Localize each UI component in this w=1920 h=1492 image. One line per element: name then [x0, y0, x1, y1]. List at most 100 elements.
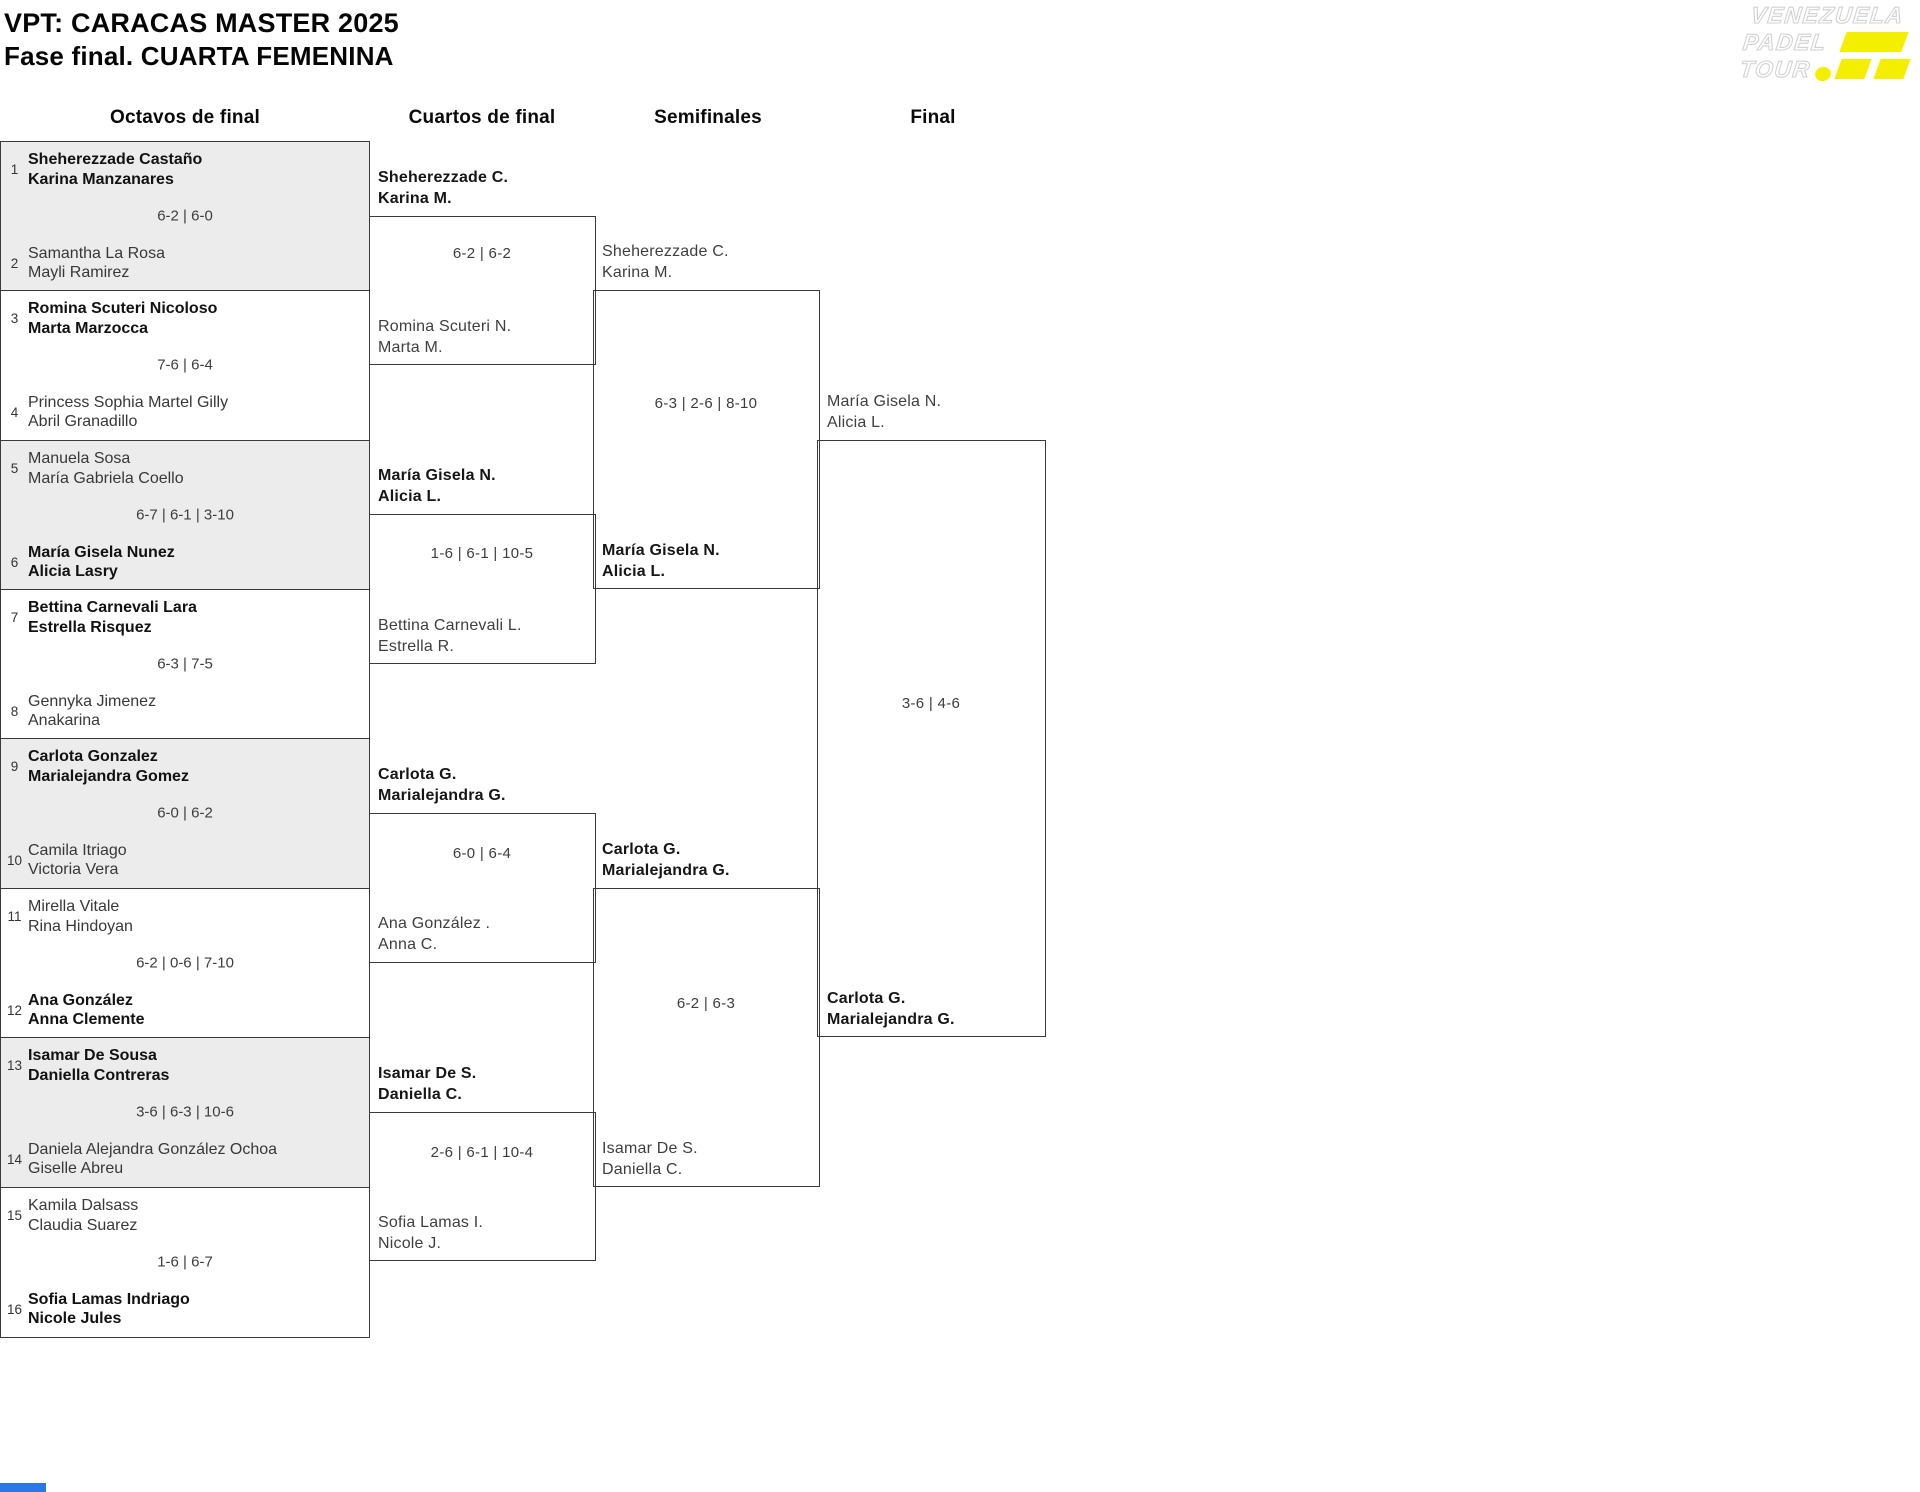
- seed-number: 2: [10, 255, 19, 271]
- player-name: Princess Sophia Martel Gilly: [28, 393, 229, 411]
- player-name: Kamila Dalsass: [28, 1197, 139, 1214]
- player-name: Abril Granadillo: [28, 413, 138, 430]
- logo-bar-icon: [1873, 59, 1911, 79]
- logo-bar-icon: [1839, 32, 1909, 52]
- player-name: Mirella Vitale: [28, 898, 120, 915]
- logo-ball-icon: [1813, 64, 1833, 84]
- qf-score: 6-0 | 6-4: [452, 845, 512, 862]
- player-name: Daniela Alejandra González Ochoa: [28, 1140, 278, 1158]
- seed-number: 13: [6, 1058, 23, 1073]
- seed-number: 8: [10, 703, 19, 719]
- seed-number: 3: [10, 311, 19, 326]
- player-name: Anakarina: [28, 712, 101, 729]
- match-score: 6-0 | 6-2: [157, 804, 213, 822]
- player-name: Mayli Ramirez: [28, 264, 130, 281]
- qf-score: 1-6 | 6-1 | 10-5: [430, 545, 534, 562]
- seed-number: 7: [10, 610, 19, 625]
- sf-score: 6-3 | 2-6 | 8-10: [654, 395, 758, 412]
- match-score: 6-2 | 6-0: [157, 207, 213, 225]
- player-name: Claudia Suarez: [28, 1216, 138, 1234]
- seed-number: 10: [6, 852, 23, 868]
- player-name: María Gabriela Coello: [28, 469, 184, 487]
- column-header-cuartos: Cuartos de final: [408, 107, 556, 128]
- player-name: Carlota Gonzalez: [28, 748, 158, 765]
- sf-team-label: Sheherezzade C.Karina M.: [602, 243, 729, 281]
- player-name: Camila Itriago: [28, 841, 127, 859]
- match-score: 6-2 | 0-6 | 7-10: [136, 954, 234, 972]
- sf-team-label: María Gisela N.Alicia L.: [602, 542, 720, 580]
- player-name: Rina Hindoyan: [28, 917, 133, 935]
- qf-connector-2: [368, 514, 596, 664]
- seed-number: 12: [6, 1002, 23, 1018]
- seed-number: 16: [6, 1301, 23, 1317]
- seed-number: 15: [6, 1208, 23, 1223]
- qf-team-label: Ana González .Anna C.: [378, 915, 491, 953]
- seed-number: 5: [10, 461, 19, 476]
- seed-number: 4: [10, 404, 19, 420]
- player-name: Gennyka Jimenez: [28, 692, 157, 710]
- sf-connector-1: [592, 290, 820, 589]
- qf-score: 2-6 | 6-1 | 10-4: [430, 1144, 534, 1161]
- final-team-label: Carlota G.Marialejandra G.: [827, 990, 955, 1028]
- player-name: Sheherezzade Castaño: [28, 151, 203, 168]
- player-name: Victoria Vera: [28, 861, 119, 878]
- seed-number: 11: [7, 909, 22, 924]
- player-name: Marialejandra Gomez: [28, 767, 189, 785]
- column-header-semifinales: Semifinales: [654, 107, 762, 128]
- qf-score: 6-2 | 6-2: [452, 245, 512, 262]
- player-name: Nicole Jules: [28, 1310, 122, 1327]
- seed-number: 6: [10, 554, 19, 570]
- qf-connector-3: [368, 813, 596, 963]
- logo-venezuela-text: VENEZUELA: [1749, 1, 1906, 28]
- sf-connector-2: [592, 888, 820, 1187]
- sf-team-label: Isamar De S.Daniella C.: [602, 1140, 698, 1178]
- qf-team-label: Sheherezzade C.Karina M.: [378, 169, 509, 207]
- player-name: Estrella Risquez: [28, 618, 152, 636]
- page-title: VPT: CARACAS MASTER 2025 Fase final. CUA…: [4, 7, 399, 73]
- phase-subtitle: Fase final. CUARTA FEMENINA: [4, 41, 394, 71]
- match-score: 7-6 | 6-4: [157, 356, 213, 374]
- player-name: Manuela Sosa: [28, 450, 131, 467]
- logo-padel-text: PADEL: [1741, 28, 1829, 55]
- seed-number: 14: [6, 1151, 23, 1167]
- player-name: Anna Clemente: [28, 1011, 145, 1028]
- column-header-octavos: Octavos de final: [110, 107, 260, 128]
- player-name: Giselle Abreu: [28, 1160, 124, 1177]
- player-name: Samantha La Rosa: [28, 244, 165, 262]
- player-name: Marta Marzocca: [28, 319, 149, 337]
- player-name: Isamar De Sousa: [28, 1047, 157, 1064]
- final-connector: [816, 440, 1046, 1037]
- player-name: María Gisela Nunez: [28, 543, 175, 561]
- logo-bar-icon: [1834, 59, 1872, 79]
- player-name: Ana González: [28, 991, 133, 1009]
- player-name: Bettina Carnevali Lara: [28, 599, 197, 616]
- player-name: Romina Scuteri Nicoloso: [28, 300, 218, 317]
- qf-team-label: María Gisela N.Alicia L.: [378, 467, 496, 505]
- logo-tour-text: TOUR: [1738, 55, 1813, 82]
- match-score: 3-6 | 6-3 | 10-6: [136, 1103, 234, 1121]
- qf-team-label: Bettina Carnevali L.Estrella R.: [378, 617, 522, 655]
- player-name: Karina Manzanares: [28, 170, 174, 188]
- seed-number: 1: [10, 162, 19, 177]
- sf-team-label: Carlota G.Marialejandra G.: [602, 841, 730, 879]
- tournament-title: VPT: CARACAS MASTER 2025: [4, 8, 399, 38]
